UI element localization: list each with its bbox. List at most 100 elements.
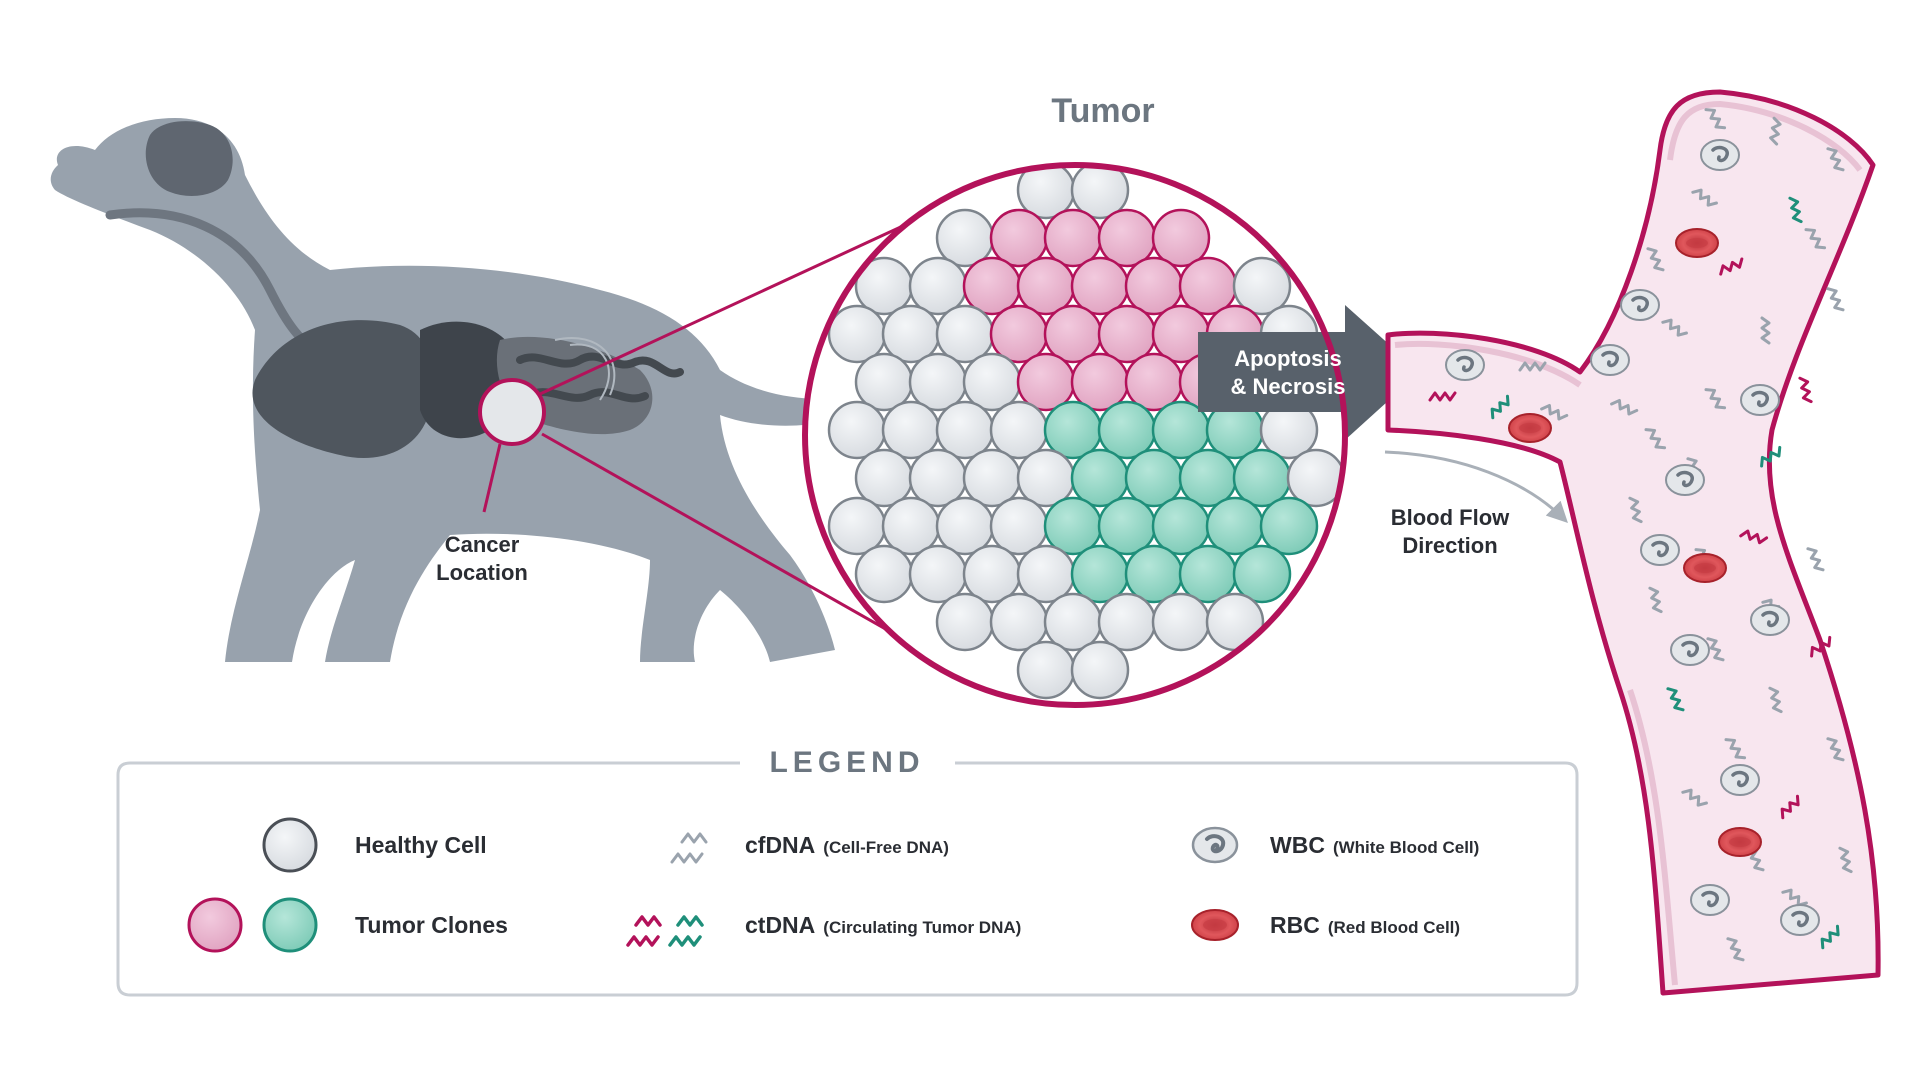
white-blood-cell-icon [1665, 464, 1705, 496]
dna-fragment-icon [1838, 846, 1853, 874]
white-blood-cell-icon [1750, 604, 1790, 636]
red-blood-cell-icon [1508, 413, 1552, 443]
dna-fragment-icon [1724, 738, 1747, 760]
tumor-clone-cell [1043, 304, 1103, 364]
legend-cfdna-label: cfDNA(Cell-Free DNA) [745, 832, 949, 858]
legend-rbc-label: RBC(Red Blood Cell) [1270, 912, 1460, 938]
red-blood-cell-icon [1683, 553, 1727, 583]
dna-fragment-icon [1628, 496, 1643, 524]
tumor-clone-cell [1016, 256, 1076, 316]
dna-fragment-icon [1706, 637, 1725, 662]
tumor-clone-cell [1124, 448, 1184, 508]
white-blood-cell-icon [1690, 884, 1730, 916]
dna-fragment-icon [1518, 361, 1547, 372]
legend-ctdna-teal-icon [668, 915, 704, 947]
legend: LEGEND Healthy Cell Tumor Clones cfDNA(C… [116, 746, 1579, 997]
legend-tumor-label: Tumor Clones [355, 912, 508, 938]
healthy-cell [989, 400, 1049, 460]
tumor-clone-cell [989, 304, 1049, 364]
healthy-cell [935, 400, 995, 460]
dna-fragment-icon [1804, 228, 1827, 250]
tumor-clone-cell [1070, 352, 1130, 412]
healthy-cell [1016, 544, 1076, 604]
legend-healthy-label: Healthy Cell [355, 832, 487, 858]
healthy-cell [908, 352, 968, 412]
healthy-cell [935, 496, 995, 556]
tumor-clone-cell [1259, 496, 1319, 556]
dna-fragment-icon [1610, 398, 1639, 416]
blood-flow-label-line2: Direction [1402, 533, 1497, 558]
healthy-cell [962, 448, 1022, 508]
apoptosis-label-line2: & Necrosis [1231, 374, 1346, 399]
healthy-cell [1097, 592, 1157, 652]
tumor-clone-cell [962, 256, 1022, 316]
tumor-clone-cell [1124, 256, 1184, 316]
healthy-cell [1043, 592, 1103, 652]
healthy-cell [854, 352, 914, 412]
dna-fragment-icon [1540, 403, 1569, 421]
dna-fragment-icon [1644, 428, 1667, 450]
blood-flow-arrow [1384, 450, 1568, 523]
white-blood-cell-icon [1445, 349, 1485, 381]
dna-fragment-icon [1490, 394, 1510, 420]
healthy-cell [881, 304, 941, 364]
dna-fragment-icon [1820, 924, 1840, 950]
legend-wbc-icon [1191, 826, 1239, 864]
dna-fragment-icon [1826, 147, 1845, 172]
healthy-cell [962, 352, 1022, 412]
tumor-clone-cell [989, 208, 1049, 268]
healthy-cell [1070, 640, 1130, 700]
tumor-clone-cell [1097, 304, 1157, 364]
healthy-cell [908, 544, 968, 604]
legend-wbc-label: WBC(White Blood Cell) [1270, 832, 1479, 858]
healthy-cell [1070, 165, 1130, 220]
dna-fragment-icon [1666, 687, 1685, 712]
healthy-cell [854, 544, 914, 604]
red-blood-cell-icon [1718, 827, 1762, 857]
tumor-clone-cell [1151, 496, 1211, 556]
tumor-clone-cell [1097, 208, 1157, 268]
legend-healthy-cell-icon [262, 817, 318, 873]
legend-ctdna-magenta-icon [626, 915, 662, 947]
healthy-cell [827, 496, 887, 556]
healthy-cell [962, 544, 1022, 604]
healthy-cell [827, 400, 887, 460]
cancer-location-label-line2: Location [436, 560, 528, 585]
legend-tumor-clone-teal-icon [262, 897, 318, 953]
tumor-magnifier-ring [802, 162, 1348, 708]
tumor-clone-cell [1232, 544, 1292, 604]
healthy-cell [935, 208, 995, 268]
legend-tumor-clone-pink-icon [187, 897, 243, 953]
healthy-cell [989, 496, 1049, 556]
white-blood-cell-icon [1620, 289, 1660, 321]
tumor-clone-cell [1043, 400, 1103, 460]
legend-ctdna-label: ctDNA(Circulating Tumor DNA) [745, 912, 1021, 938]
legend-cfdna-icon [670, 832, 708, 864]
dna-fragment-icon [1768, 686, 1783, 714]
legend-title: LEGEND [769, 746, 924, 779]
healthy-cell [935, 304, 995, 364]
tumor-clone-cell [1232, 448, 1292, 508]
cancer-location-label-line1: Cancer [445, 532, 520, 557]
tumor-clone-cell [1178, 256, 1238, 316]
dna-fragment-icon [1704, 388, 1727, 410]
dna-fragment-icon [1826, 737, 1845, 762]
healthy-cell [989, 592, 1049, 652]
dna-fragment-icon [1798, 376, 1813, 404]
dna-fragment-icon [1726, 937, 1745, 962]
tumor-clone-cell [1043, 208, 1103, 268]
zoom-line-top [539, 223, 906, 396]
dna-fragment-icon [1428, 391, 1457, 402]
tumor-cell-cluster [827, 165, 1345, 700]
dna-fragment-icon [1661, 318, 1688, 337]
dna-fragment-icon [1739, 529, 1769, 545]
healthy-cell [881, 400, 941, 460]
tumor-clone-cell [1070, 256, 1130, 316]
healthy-cell [1016, 640, 1076, 700]
dna-fragment-icon [1769, 116, 1782, 146]
dna-fragment-icon [1826, 287, 1845, 312]
tumor-clone-cell [1178, 544, 1238, 604]
white-blood-cell-icon [1720, 764, 1760, 796]
dog-silhouette [50, 118, 881, 662]
healthy-cell [908, 256, 968, 316]
